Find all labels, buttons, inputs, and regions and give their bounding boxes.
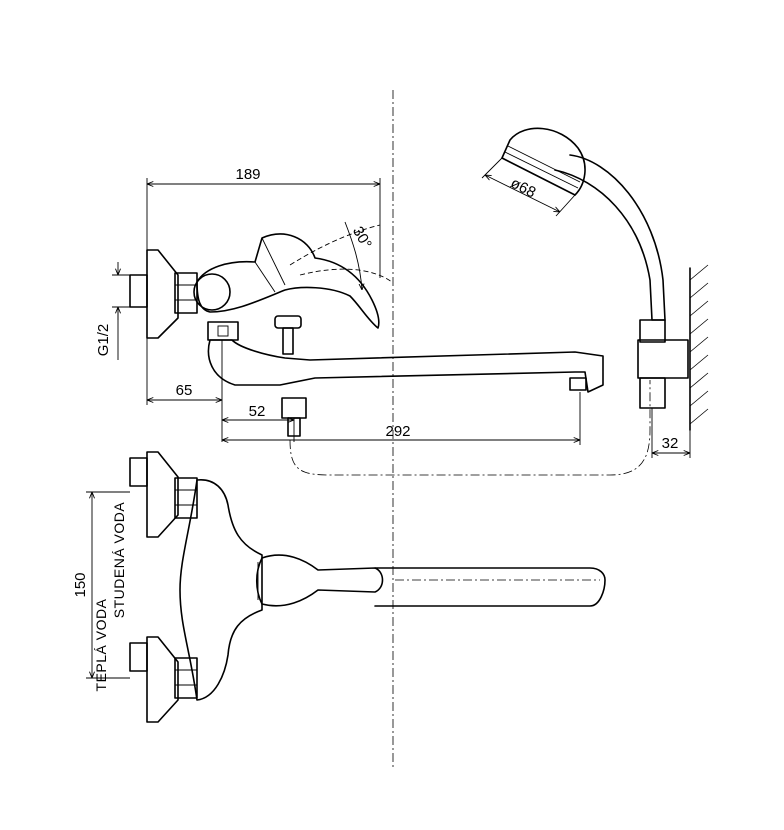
dim-inlet-spacing: 150 <box>72 572 89 597</box>
dim-thread: G1/2 <box>95 324 112 357</box>
body-cap <box>193 273 231 311</box>
spout <box>207 339 604 393</box>
front-view <box>129 451 606 723</box>
dim-shower-head-diameter: ø68 <box>508 175 539 202</box>
wall-bracket <box>637 339 689 379</box>
wall-hatch <box>689 264 709 425</box>
lower-flange <box>146 636 179 723</box>
shower-head <box>501 127 586 196</box>
shower-hose <box>554 154 666 321</box>
center-lines <box>289 90 651 770</box>
dim-diverter-offset: 52 <box>249 403 266 420</box>
front-body <box>179 479 263 701</box>
label-cold-water: STUDENÁ VODA <box>111 502 127 619</box>
dim-spout-length: 292 <box>385 423 410 440</box>
diverter-knob <box>274 315 302 329</box>
inlet-thread <box>129 274 148 308</box>
lower-nut <box>174 657 198 699</box>
connector-block <box>207 321 239 341</box>
shower-outlet-nut <box>281 397 307 419</box>
upper-flange <box>146 451 179 538</box>
dim-lever-angle: 30° <box>349 224 375 252</box>
mixer-body <box>196 233 380 329</box>
upper-nut <box>174 477 198 519</box>
dim-inlet-offset: 65 <box>176 382 193 399</box>
side-dimensions <box>112 157 691 458</box>
dim-overall-depth: 189 <box>235 166 260 183</box>
label-hot-water: TEPLÁ VODA <box>93 598 109 691</box>
spout-aerator <box>569 377 587 391</box>
front-dimensions <box>86 491 130 679</box>
dim-wall-bracket: 32 <box>662 435 679 452</box>
front-spout <box>374 567 606 607</box>
front-handle <box>255 554 384 607</box>
side-view <box>129 127 709 437</box>
wall-flange <box>146 249 179 339</box>
